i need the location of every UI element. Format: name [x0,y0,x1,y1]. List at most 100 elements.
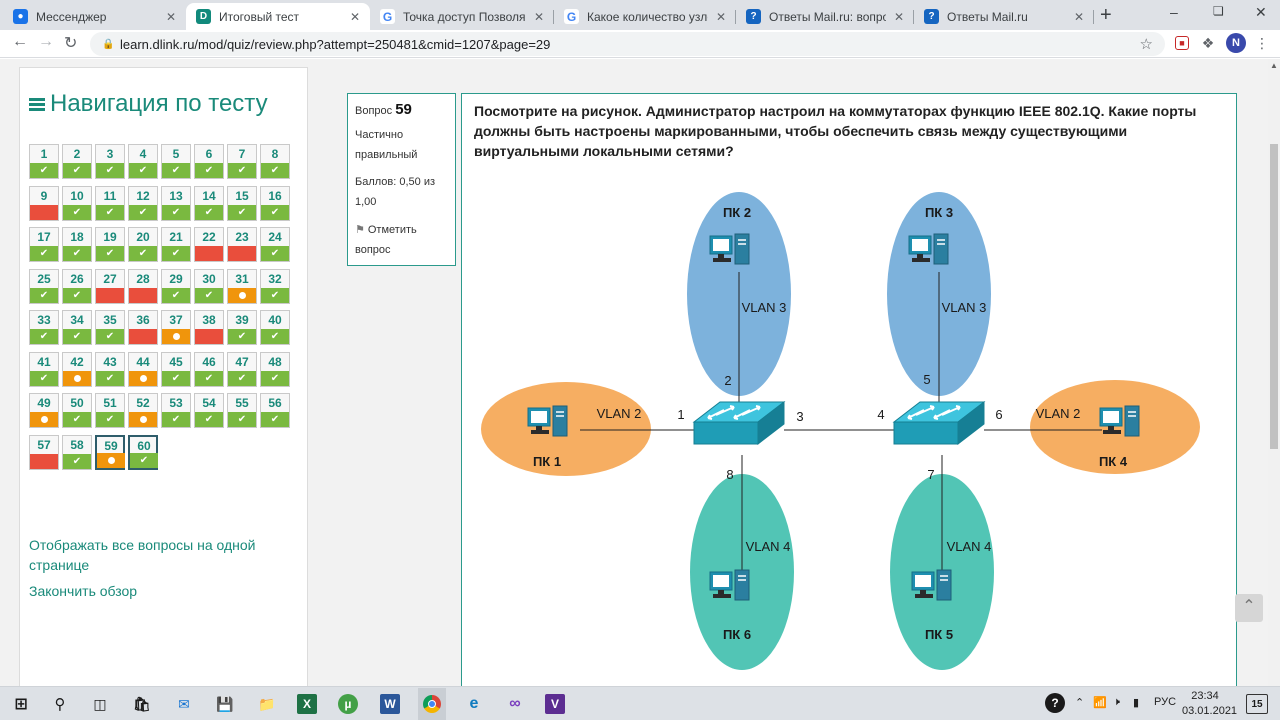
question-nav-button[interactable]: 9 [29,185,59,221]
question-nav-button[interactable]: 11✔ [95,185,125,221]
question-nav-button[interactable]: 32✔ [260,268,290,304]
flag-question-button[interactable]: ⚑Отметить вопрос [355,220,445,260]
question-nav-button[interactable]: 1✔ [29,144,59,179]
tray-chevron-icon[interactable]: ⌃ [1075,697,1085,709]
question-nav-button[interactable]: 49 [29,393,59,428]
show-all-questions-link[interactable]: Отображать все вопросы на одной странице [29,537,256,573]
question-nav-button[interactable]: 20✔ [128,227,158,262]
page-scrollbar[interactable]: ▲ [1268,59,1280,686]
profile-avatar[interactable]: N [1226,33,1246,53]
battery-icon[interactable]: ▮ [1133,697,1140,709]
question-nav-button[interactable]: 14✔ [194,185,224,221]
question-nav-button[interactable]: 41✔ [29,351,59,387]
question-nav-button[interactable]: 6✔ [194,144,224,179]
question-nav-button[interactable]: 29✔ [161,268,191,304]
word-icon[interactable]: W [380,694,400,714]
question-nav-button[interactable]: 28 [128,268,158,304]
question-nav-button[interactable]: 31 [227,268,257,304]
close-tab-icon[interactable]: ✕ [165,9,177,24]
question-nav-button[interactable]: 52 [128,393,158,428]
address-bar[interactable]: 🔒 learn.dlink.ru/mod/quiz/review.php?att… [90,32,1165,56]
visio-icon[interactable]: V [545,694,565,714]
question-nav-button[interactable]: 26✔ [62,268,92,304]
question-nav-button[interactable]: 2✔ [62,144,92,179]
question-nav-button[interactable]: 23 [227,227,257,262]
question-nav-button[interactable]: 24✔ [260,227,290,262]
question-nav-button[interactable]: 10✔ [62,185,92,221]
question-nav-button[interactable]: 5✔ [161,144,191,179]
question-nav-button[interactable]: 37 [161,310,191,345]
close-tab-icon[interactable]: ✕ [349,9,361,24]
question-nav-button[interactable]: 27 [95,268,125,304]
question-nav-button[interactable]: 7✔ [227,144,257,179]
search-icon[interactable]: ⚲ [54,696,66,713]
scroll-up-icon[interactable]: ▲ [1270,61,1278,70]
edge-icon[interactable]: e [469,695,479,712]
question-nav-button[interactable]: 47✔ [227,351,257,387]
question-nav-button[interactable]: 33✔ [29,310,59,345]
forward-icon[interactable]: → [38,33,54,50]
question-nav-button[interactable]: 56✔ [260,393,290,428]
maximize-icon[interactable]: ❏ [1213,4,1224,18]
new-tab-button[interactable]: + [1100,4,1112,26]
language-indicator[interactable]: РУС [1154,696,1177,708]
browser-tab[interactable]: ?Ответы Mail.ru✕ [914,3,1094,30]
question-nav-button[interactable]: 25✔ [29,268,59,304]
question-nav-button[interactable]: 50✔ [62,393,92,428]
question-nav-button[interactable]: 35✔ [95,310,125,345]
scroll-to-top-button[interactable]: ⌃ [1235,594,1263,622]
back-icon[interactable]: ← [12,33,28,50]
chrome-icon[interactable] [418,688,446,720]
question-nav-button[interactable]: 60✔ [128,434,158,470]
close-tab-icon[interactable]: ✕ [533,9,545,24]
question-nav-button[interactable]: 36 [128,310,158,345]
utorrent-icon[interactable]: µ [338,694,358,714]
bookmark-star-icon[interactable]: ☆ [1139,36,1153,53]
question-nav-button[interactable]: 18✔ [62,227,92,262]
question-nav-button[interactable]: 57 [29,434,59,470]
question-nav-button[interactable]: 17✔ [29,227,59,262]
visual-studio-icon[interactable]: ∞ [509,695,521,712]
help-icon[interactable]: ? [1045,693,1065,713]
finish-review-link[interactable]: Закончить обзор [29,583,138,599]
question-nav-button[interactable]: 22 [194,227,224,262]
file-explorer-icon[interactable]: 📁 [258,695,276,712]
close-tab-icon[interactable]: ✕ [1073,9,1085,24]
question-nav-button[interactable]: 44 [128,351,158,387]
question-nav-button[interactable]: 3✔ [95,144,125,179]
question-nav-button[interactable]: 53✔ [161,393,191,428]
question-nav-button[interactable]: 12✔ [128,185,158,221]
question-nav-button[interactable]: 59 [95,434,125,470]
excel-icon[interactable]: X [297,694,317,714]
browser-menu-icon[interactable]: ⋮ [1255,35,1269,51]
question-nav-button[interactable]: 16✔ [260,185,290,221]
question-nav-button[interactable]: 34✔ [62,310,92,345]
question-nav-button[interactable]: 48✔ [260,351,290,387]
question-nav-button[interactable]: 58✔ [62,434,92,470]
question-nav-button[interactable]: 46✔ [194,351,224,387]
store-icon[interactable]: 🛍 [133,695,151,712]
question-nav-button[interactable]: 38 [194,310,224,345]
question-nav-button[interactable]: 43✔ [95,351,125,387]
volume-icon[interactable]: 🕨 [1113,696,1120,708]
system-clock[interactable]: 23:34 03.01.2021 [1182,689,1237,719]
minimize-icon[interactable]: – [1170,4,1178,20]
question-nav-button[interactable]: 30✔ [194,268,224,304]
windows-start-icon[interactable]: ⊞ [14,696,28,713]
question-nav-button[interactable]: 4✔ [128,144,158,179]
question-nav-button[interactable]: 40✔ [260,310,290,345]
question-nav-button[interactable]: 42 [62,351,92,387]
notifications-icon[interactable]: 15 [1246,694,1268,714]
question-nav-button[interactable]: 15✔ [227,185,257,221]
question-nav-button[interactable]: 19✔ [95,227,125,262]
task-view-icon[interactable]: ◫ [93,695,107,712]
question-nav-button[interactable]: 8✔ [260,144,290,179]
question-nav-button[interactable]: 39✔ [227,310,257,345]
scrollbar-thumb[interactable] [1270,144,1278,449]
browser-tab[interactable]: ?Ответы Mail.ru: вопрос✕ [736,3,914,30]
extension-shield-icon[interactable]: ■ [1175,36,1189,50]
network-icon[interactable]: 📶 [1093,697,1107,709]
